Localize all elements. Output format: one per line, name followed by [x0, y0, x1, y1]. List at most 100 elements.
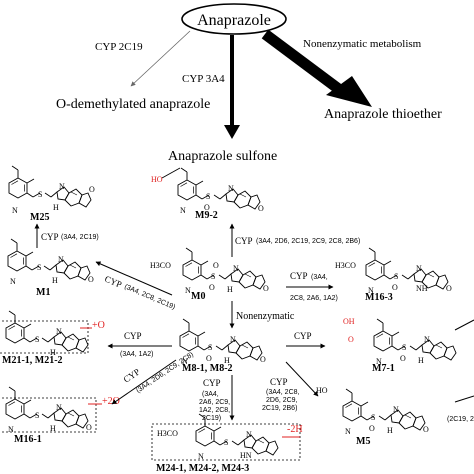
svg-text:O: O [369, 424, 375, 433]
m8-to-m7-1-cyp: CYP [294, 331, 312, 341]
svg-text:S: S [224, 438, 228, 447]
m7-1-label: M7-1 [372, 363, 395, 374]
svg-text:O: O [86, 423, 92, 432]
svg-text:N: N [198, 452, 204, 461]
svg-text:O: O [423, 425, 429, 434]
anaprazole-node-ellipse [181, 3, 287, 35]
m8-to-m16-1-cyp: CYP [122, 367, 142, 385]
svg-text:O: O [209, 283, 215, 292]
svg-text:N: N [10, 277, 16, 286]
svg-text:S: S [402, 343, 406, 352]
nonenzymatic-label: Nonenzymatic [236, 311, 295, 322]
svg-text:O: O [260, 355, 266, 364]
m8-to-m5-enzymes-2: 2D6, 2C9, [266, 397, 298, 404]
structure-m0: N S O O N H O [182, 247, 269, 295]
cyp-3a4-label: CYP 3A4 [182, 73, 225, 85]
svg-text:S: S [206, 192, 210, 201]
structure-m7-1: N S O N H [373, 318, 457, 366]
svg-text:N: N [59, 182, 65, 191]
svg-text:N: N [180, 206, 186, 215]
svg-text:H: H [224, 356, 230, 365]
svg-text:S: S [208, 343, 212, 352]
svg-text:HN: HN [240, 451, 252, 460]
svg-text:N: N [233, 264, 239, 273]
m0-to-m1-cyp: CYP [103, 274, 123, 290]
structure-m25: N S N H O [8, 165, 95, 215]
svg-text:N: N [424, 335, 430, 344]
m24-dashed-box [151, 423, 301, 461]
arrow-head-thioether [326, 76, 372, 107]
m8-to-m24-enzymes-3: 1A2, 2C8, [199, 407, 230, 414]
m8-to-m21-enzymes: (3A4, 1A2) [120, 351, 153, 358]
svg-text:N: N [228, 184, 234, 193]
svg-text:S: S [35, 411, 39, 420]
m16-1-label: M16-1 [14, 434, 42, 445]
nonenzymatic-metabolism-label: Nonenzymatic metabolism [303, 38, 422, 50]
cyp-2c19-label: CYP 2C19 [95, 41, 143, 53]
m24-label: M24-1, M24-2, M24-3 [156, 463, 249, 474]
svg-text:O: O [213, 261, 219, 270]
m1-label: M1 [36, 287, 50, 298]
m7-1-hydroxyl-label: OH [343, 317, 355, 326]
m24-methoxy-label: H3CO [157, 429, 178, 438]
m0-label: M0 [191, 291, 205, 302]
arrow-anaprazole-to-o-demethylated [130, 30, 191, 87]
svg-text:O: O [258, 204, 264, 213]
arrow-m8-to-m5 [285, 361, 319, 397]
m5-label: M5 [356, 436, 370, 447]
m9-2-side-chain [161, 167, 181, 179]
m16-3-methoxy-label: H3CO [335, 261, 356, 270]
m1-to-m25-cyp: CYP [41, 232, 59, 242]
svg-text:N: N [8, 425, 14, 434]
arrow-m8-to-m16-1 [111, 359, 177, 405]
structure-m9-2: N S O N O [177, 167, 264, 215]
m21-dashed-box [0, 320, 89, 354]
m21-plus-o-label: +O [92, 320, 105, 331]
o-demethylated-anaprazole-label: O-demethylated anaprazole [56, 97, 210, 112]
m8-to-m5-cyp: CYP [270, 377, 288, 387]
structure-m8: N S O N H O [179, 318, 266, 366]
svg-text:N: N [345, 427, 351, 436]
m21-label: M21-1, M21-2 [2, 355, 63, 366]
m0-methoxy-label: H3CO [150, 261, 171, 270]
arrow-head-sulfone [224, 125, 240, 139]
anaprazole-label: Anaprazole [197, 12, 271, 29]
svg-text:N: N [230, 335, 236, 344]
svg-text:H: H [50, 348, 56, 357]
m0-to-m16-3-enzymes-2: 2C8, 2A6, 1A2) [290, 295, 338, 302]
m25-label: M25 [30, 212, 49, 223]
m8-to-m24-enzymes-2: 2A6, 2C9, [199, 399, 230, 406]
svg-text:S: S [37, 263, 41, 272]
m5-hydroxy-label: HO [316, 386, 328, 395]
m8-to-m21-cyp: CYP [124, 331, 142, 341]
structure-m1: N S N H O [7, 238, 94, 286]
m0-to-m16-3-enzymes-1: (3A4, [311, 274, 328, 281]
svg-text:S: S [371, 413, 375, 422]
m8-to-m24-enzymes-4: 2C19) [202, 415, 221, 422]
m0-to-m16-3-cyp: CYP [290, 271, 308, 281]
svg-text:H: H [52, 276, 58, 285]
arrow-anaprazole-to-thioether [261, 29, 344, 95]
structure-m16-3: N S O N NH O [365, 247, 452, 295]
svg-text:O: O [204, 203, 210, 212]
svg-text:H: H [53, 203, 59, 212]
svg-text:N: N [416, 264, 422, 273]
svg-text:N: N [182, 357, 188, 366]
m16-3-label: M16-3 [365, 292, 393, 303]
arrow-m5-offscreen [454, 395, 474, 403]
svg-text:S: S [394, 272, 398, 281]
svg-text:O: O [392, 283, 398, 292]
svg-text:O: O [88, 275, 94, 284]
svg-text:N: N [56, 403, 62, 412]
svg-text:H: H [50, 424, 56, 433]
arrow-m7-1-offscreen [454, 319, 474, 331]
anaprazole-thioether-label: Anaprazole thioether [324, 107, 442, 122]
svg-text:N: N [368, 286, 374, 295]
m0-to-m9-2-cyp: CYP [235, 236, 253, 246]
svg-text:O: O [206, 354, 212, 363]
arrow-m0-to-m1 [95, 261, 173, 296]
m9-2-label: M9-2 [195, 210, 218, 221]
m1-to-m25-enzymes: (3A4, 2C19) [61, 234, 99, 241]
svg-text:S: S [211, 272, 215, 281]
